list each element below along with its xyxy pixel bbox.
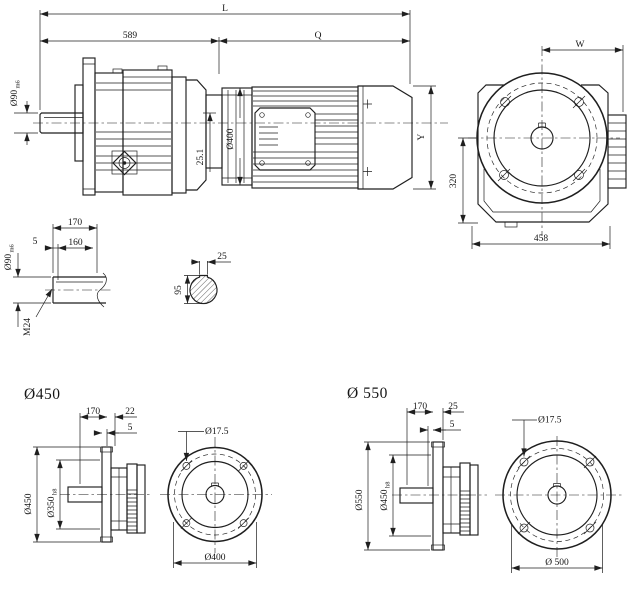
dim-label-L: L: [222, 4, 228, 14]
dim-key-height: 25.1: [196, 112, 216, 172]
dim-label-Q: Q: [315, 31, 322, 41]
dim-550-hub-length: 170: [406, 402, 433, 485]
dim-label-550-5: 5: [450, 420, 455, 430]
dim-label-450-bc: Ø400: [204, 553, 225, 563]
dim-450-bolt-hole: Ø17.5: [178, 427, 229, 461]
oil-plug-icon: [111, 150, 138, 176]
dim-label-5: 5: [33, 237, 38, 247]
dim-label-95: 95: [174, 285, 184, 295]
dim-label-450-22: 22: [125, 407, 135, 417]
dim-motor-flange: Ø400: [226, 88, 243, 185]
dim-label-shaft-dia: Ø90: [10, 90, 20, 107]
dim-550-bolt-circle: Ø 500: [511, 524, 603, 573]
dim-L: L: [39, 4, 411, 110]
flange-550-side-view: 170 25 5 Ø550: [355, 402, 487, 551]
dim-label-550-spigot: Ø450: [380, 489, 390, 510]
bolt-holes-450: [180, 460, 250, 529]
dim-label-550-outer: Ø550: [355, 489, 365, 510]
dim-550-step: 5: [419, 420, 461, 486]
dim-550-spigot: Ø450 h8: [380, 454, 431, 537]
dim-450-step: 5: [93, 423, 137, 446]
dim-label-shaft-detail-dia: Ø90: [4, 254, 14, 271]
flange-550-front-view: Ø17.5 Ø 500: [495, 416, 622, 573]
motor-body: [251, 86, 359, 189]
dim-label-450-170: 170: [86, 407, 101, 417]
dim-label-400: Ø400: [226, 128, 236, 149]
dim-label-W: W: [576, 40, 585, 50]
dim-label-550-25: 25: [448, 402, 458, 412]
thread-callout: M24: [23, 288, 53, 336]
dim-320: 320: [449, 137, 478, 224]
dim-550-outer: Ø550: [355, 441, 430, 551]
dim-label-450-outer: Ø450: [24, 493, 34, 514]
dim-550-thickness: 25: [442, 402, 464, 440]
end-bolt-holes: [497, 95, 586, 182]
dim-label-shaft-dia-tol: m6: [15, 79, 22, 88]
foot-tab: [504, 221, 518, 228]
lifting-mark-icon: [363, 99, 372, 176]
dim-589-Q: 589 Q: [40, 31, 410, 74]
dim-label-450-spigot: Ø350: [47, 496, 57, 517]
dim-label-550-spigot-tol: h8: [385, 482, 392, 489]
dim-label-M24: M24: [23, 318, 33, 336]
end-flange-circle: [476, 72, 608, 204]
end-shaft-hole: [530, 126, 554, 150]
dim-label-589: 589: [123, 31, 138, 41]
dim-label-450-hole: Ø17.5: [205, 427, 229, 437]
dim-450-hub-length: 170: [79, 407, 107, 484]
dim-label-shaft-detail-tol: m6: [9, 243, 16, 252]
flange-450-title: Ø450: [24, 386, 60, 403]
gearbox-flange-plate: [82, 57, 96, 196]
flange-550-title: Ø 550: [347, 385, 388, 402]
dim-170-shaft: 170: [52, 218, 98, 273]
dim-label-25-1: 25.1: [196, 148, 206, 165]
dim-450-spigot: Ø350 h8: [47, 459, 100, 530]
dim-height-over-key: 95: [174, 275, 202, 304]
bolt-holes-550: [517, 455, 597, 535]
main-assembly-view: L 589 Q Ø90 m6 25.1: [10, 4, 448, 196]
dim-Y: Y: [413, 85, 436, 190]
dim-450-bolt-circle: Ø400: [173, 522, 257, 568]
dim-label-170: 170: [68, 218, 83, 228]
flange-450-view: Ø450 170 22: [24, 386, 272, 568]
dim-450-thickness: 22: [114, 407, 137, 446]
shaft-detail-body: [52, 272, 107, 308]
shaft-cross-section: 25 95: [174, 252, 231, 305]
end-bolt-circle: [486, 82, 598, 194]
terminal-box-plate: [254, 107, 316, 171]
dim-550-bolt-hole: Ø17.5: [512, 416, 562, 457]
flange-plate: [432, 441, 444, 551]
side-fins: [607, 114, 627, 189]
dim-label-320: 320: [449, 174, 459, 189]
dim-shaft-diameter: Ø90 m6: [10, 79, 38, 145]
dim-450-outer: Ø450: [24, 446, 100, 543]
flange-550-view: Ø 550 170 25: [347, 385, 622, 573]
dim-label-25: 25: [217, 252, 227, 262]
dim-W: W: [542, 40, 624, 112]
hollow-hub: [399, 487, 434, 504]
dim-label-450-5: 5: [128, 423, 133, 433]
flange-450-side-view: 170 22 5 Ø450: [24, 407, 152, 543]
dim-5-160-shaft: 5 160: [33, 237, 93, 280]
end-housing-outline: [477, 84, 609, 223]
fan-cover: [357, 85, 413, 190]
dim-shaft-detail-diameter: Ø90 m6: [4, 243, 51, 327]
dim-label-450-spigot-tol: h8: [52, 489, 59, 496]
end-view: W 320 458: [449, 40, 627, 249]
dim-label-550-hole: Ø17.5: [538, 416, 562, 426]
dim-458: 458: [471, 226, 611, 249]
dim-label-458: 458: [534, 234, 549, 244]
dim-label-550-170: 170: [413, 402, 428, 412]
dim-key-width: 25: [191, 252, 231, 265]
flange-450-front-view: Ø17.5 Ø400: [160, 427, 272, 568]
gearbox-housing: [94, 65, 173, 196]
dim-label-Y: Y: [417, 133, 427, 140]
section-profile: [189, 274, 218, 305]
shaft-end-detail: 170 5 160 Ø90 m6 M24: [4, 218, 113, 336]
dim-label-160: 160: [68, 238, 83, 248]
break-line: [96, 272, 107, 308]
dim-label-550-bc: Ø 500: [545, 558, 569, 568]
